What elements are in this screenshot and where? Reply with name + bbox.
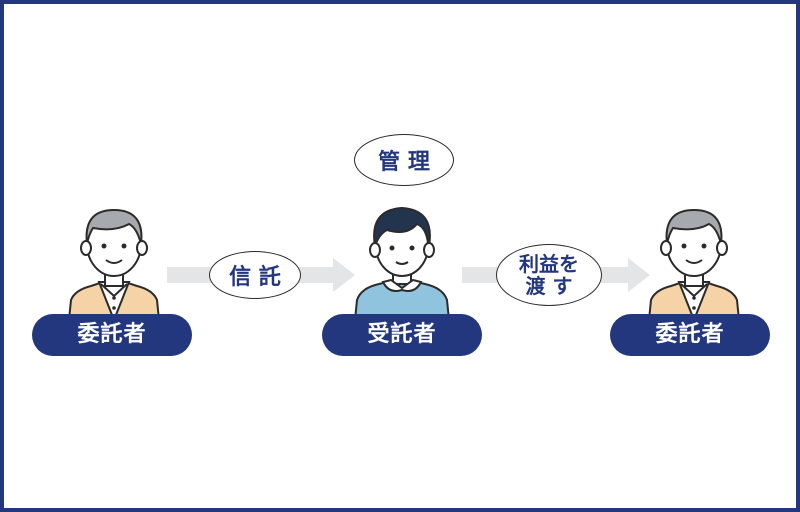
right-settlor-label: 委託者 <box>610 314 770 356</box>
center-trustee-label: 受託者 <box>322 314 482 356</box>
transfer-benefit-line1: 利益を <box>519 252 579 276</box>
trust-label: 信 託 <box>209 251 301 299</box>
elder-person-icon <box>647 208 741 320</box>
management-label: 管 理 <box>354 134 454 186</box>
transfer-benefit-label: 利益を 渡 す <box>496 244 602 306</box>
left-settlor-label: 委託者 <box>32 314 192 356</box>
elder-person-icon <box>67 208 161 320</box>
young-person-icon <box>353 206 451 320</box>
transfer-benefit-line2: 渡 す <box>525 274 573 298</box>
